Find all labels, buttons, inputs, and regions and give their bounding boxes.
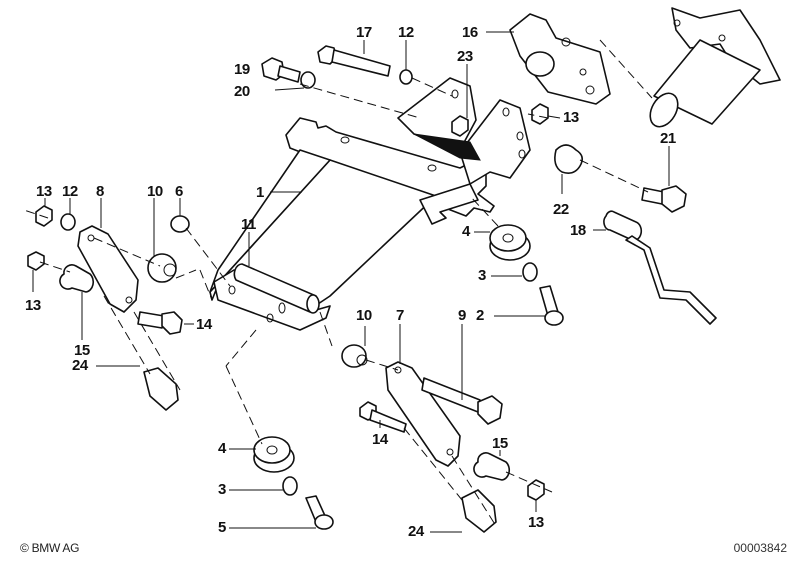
- callout-17: 17: [356, 24, 372, 41]
- washer-12-top: [399, 69, 413, 85]
- callout-24-left: 24: [72, 357, 88, 374]
- callout-20: 20: [234, 83, 250, 100]
- callout-13-top: 13: [563, 109, 579, 126]
- bolt-9-part: [421, 377, 503, 425]
- rubber-buffer-15-right: [473, 452, 511, 481]
- steering-column-housing: [649, 7, 781, 128]
- bolt-19-part: [261, 57, 301, 83]
- sleeve-3-lower: [282, 476, 298, 496]
- assembly-lines: [23, 39, 653, 527]
- document-number: 00003842: [733, 541, 787, 555]
- nut-13-left-bottom: [27, 251, 45, 271]
- nut-13-left-top: [35, 205, 53, 227]
- callout-15-right: 15: [492, 435, 508, 452]
- bolt-17-part: [317, 45, 391, 77]
- callout-24-lower: 24: [408, 523, 424, 540]
- washer-12-left: [60, 213, 76, 231]
- bolt-2-part: [539, 285, 564, 326]
- callout-4-lower: 4: [218, 440, 226, 457]
- bolt-14-left: [137, 311, 183, 335]
- callout-7: 7: [396, 307, 404, 324]
- callout-13-left-bottom: 13: [25, 297, 41, 314]
- washer-20: [300, 71, 316, 89]
- callout-12-top: 12: [398, 24, 414, 41]
- support-bracket-part: [209, 77, 531, 331]
- callout-10-left: 10: [147, 183, 163, 200]
- callout-19: 19: [234, 61, 250, 78]
- copyright-notice: © BMW AG: [20, 541, 80, 555]
- bracket-8-part: [77, 225, 139, 313]
- callout-18: 18: [570, 222, 586, 239]
- clamp-block-part: [509, 13, 611, 105]
- leader-lines: [32, 31, 670, 533]
- callout-3-right: 3: [478, 267, 486, 284]
- callout-14-left: 14: [196, 316, 212, 333]
- washer-6: [170, 215, 190, 233]
- callout-22: 22: [553, 201, 569, 218]
- callout-13-lower: 13: [528, 514, 544, 531]
- bolt-21-part: [641, 185, 687, 213]
- callout-21: 21: [660, 130, 676, 147]
- callout-16: 16: [462, 24, 478, 41]
- rubber-mount-4-right: [489, 224, 531, 261]
- callout-14-lower: 14: [372, 431, 388, 448]
- callout-12-left: 12: [62, 183, 78, 200]
- callout-23: 23: [457, 48, 473, 65]
- callout-2: 2: [476, 307, 484, 324]
- clip-nut-24-lower: [461, 489, 497, 533]
- callout-3-lower: 3: [218, 481, 226, 498]
- bushing-10-lower: [341, 344, 367, 368]
- callout-4-right: 4: [462, 223, 470, 240]
- lock-plate-22: [554, 144, 584, 174]
- callout-1: 1: [256, 184, 264, 201]
- callout-5: 5: [218, 519, 226, 536]
- callout-8: 8: [96, 183, 104, 200]
- callout-10-lower: 10: [356, 307, 372, 324]
- nut-13-lower: [527, 479, 545, 501]
- rubber-mount-4-lower: [253, 436, 295, 473]
- callout-9: 9: [458, 307, 466, 324]
- bracket-7-part: [385, 361, 461, 467]
- lever-18-part: [603, 210, 717, 325]
- callout-13-left-top: 13: [36, 183, 52, 200]
- nut-13-top: [531, 103, 549, 125]
- bolt-14-lower: [359, 401, 407, 433]
- bolt-5-part: [305, 495, 334, 530]
- bushing-10-left: [147, 253, 177, 283]
- callout-11: 11: [241, 216, 256, 233]
- sleeve-3-right: [522, 262, 538, 282]
- callout-15-left: 15: [74, 342, 90, 359]
- callout-6: 6: [175, 183, 183, 200]
- nut-23: [451, 115, 469, 137]
- rubber-buffer-15-left: [59, 264, 95, 293]
- tube-part: [233, 263, 320, 314]
- clip-nut-24-left: [143, 367, 179, 411]
